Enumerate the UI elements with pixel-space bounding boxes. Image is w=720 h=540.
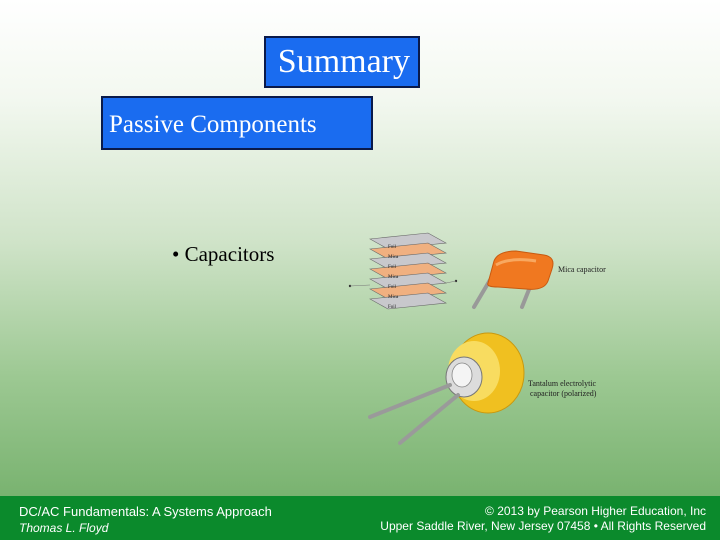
capacitor-illustration: Foil Mica Foil Mica Foil Mica Foil Mica … (340, 225, 620, 455)
layer-stack-figure: Foil Mica Foil Mica Foil Mica Foil (348, 232, 458, 310)
foil-label-2: Foil (388, 265, 397, 270)
slide-subtitle: Passive Components (101, 96, 373, 150)
footer-author: Thomas L. Floyd (19, 521, 109, 535)
mica-capacitor-label: Mica capacitor (558, 265, 606, 274)
tantalum-label-line2: capacitor (polarized) (530, 389, 597, 398)
footer-copyright: © 2013 by Pearson Higher Education, Inc (485, 504, 706, 518)
foil-label-1: Foil (388, 245, 397, 250)
tantalum-capacitor-figure: Tantalum electrolytic capacitor (polariz… (368, 332, 597, 445)
bullet-capacitors: • Capacitors (172, 242, 275, 266)
mica-capacitor-figure: Mica capacitor (472, 250, 606, 309)
mica-sheet-label-2: Mica (388, 275, 399, 280)
foil-label-4: Foil (388, 305, 397, 310)
tantalum-label-line1: Tantalum electrolytic (528, 379, 597, 388)
foil-label-3: Foil (388, 285, 397, 290)
mica-sheet-label-3: Mica (388, 295, 399, 300)
footer-bar: DC/AC Fundamentals: A Systems Approach T… (0, 496, 720, 540)
mica-sheet-label-1: Mica (388, 255, 399, 260)
footer-book-title: DC/AC Fundamentals: A Systems Approach (19, 504, 272, 519)
slide-title: Summary (264, 36, 420, 88)
footer-publisher-address: Upper Saddle River, New Jersey 07458 • A… (380, 519, 706, 533)
